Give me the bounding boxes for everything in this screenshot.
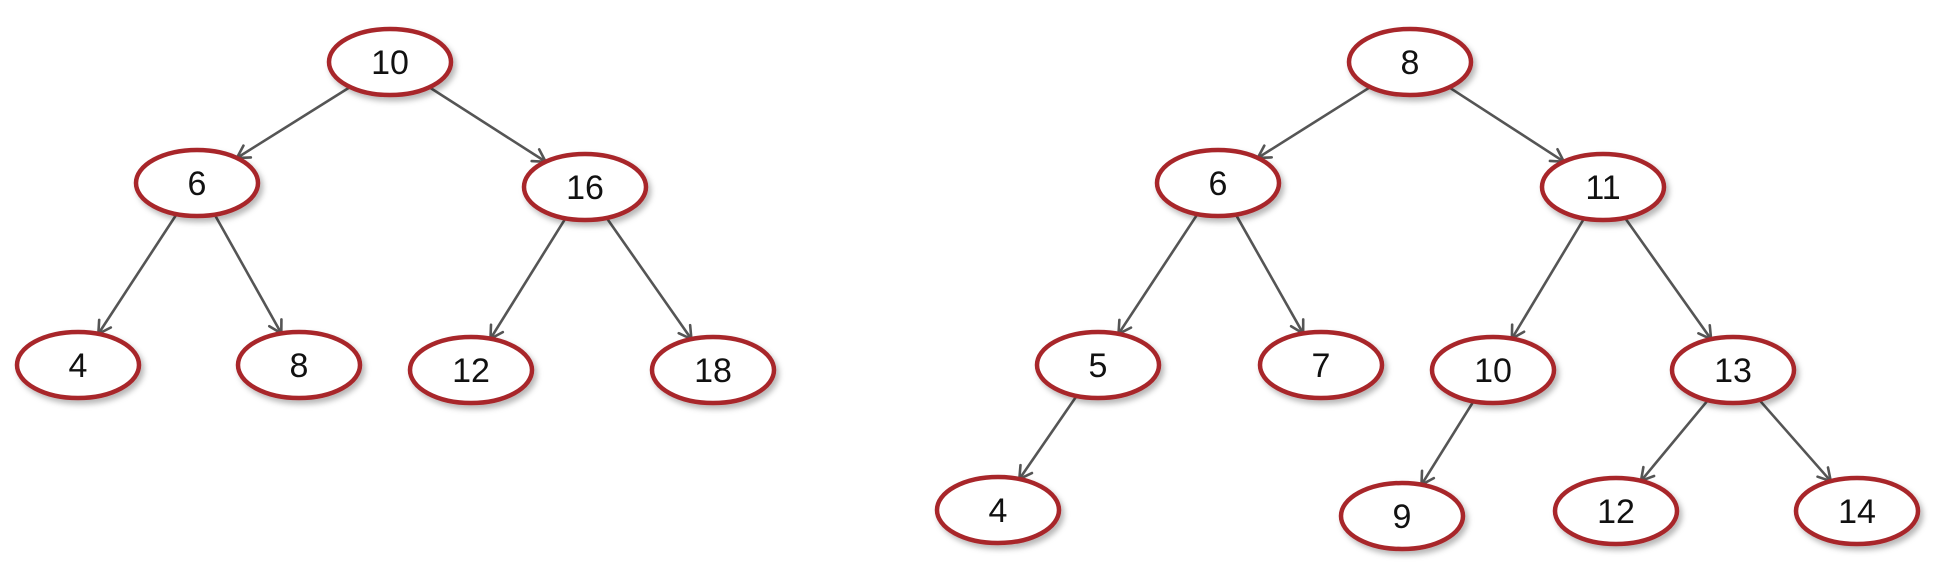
node-ellipse: [521, 151, 649, 223]
node-ellipse: [1552, 475, 1680, 547]
tree-node: 5: [1034, 329, 1162, 401]
node-ellipse: [326, 26, 454, 98]
node-ellipse: [235, 329, 363, 401]
node-label: 6: [1209, 165, 1228, 203]
edge-arrow: [1234, 213, 1305, 335]
tree-node: 4: [14, 329, 142, 401]
node-ellipse: [1154, 147, 1282, 219]
node-ellipse: [133, 147, 261, 219]
node-ellipse: [407, 334, 535, 406]
node-label: 11: [1585, 169, 1620, 207]
edge-arrow: [1420, 400, 1475, 487]
edge-arrow: [213, 213, 283, 335]
tree-node: 18: [649, 334, 777, 406]
tree-node: 14: [1793, 475, 1921, 547]
node-label: 12: [1597, 493, 1635, 531]
tree-node: 6: [1154, 147, 1282, 219]
node-ellipse: [1338, 480, 1466, 552]
node-ellipse: [934, 474, 1062, 546]
node-label: 16: [566, 169, 604, 207]
node-label: 7: [1312, 347, 1331, 385]
node-label: 18: [694, 352, 732, 390]
node-label: 4: [989, 492, 1008, 530]
tree-node: 6: [133, 147, 261, 219]
tree-node: 12: [407, 334, 535, 406]
node-label: 9: [1393, 498, 1412, 536]
tree-node: 10: [326, 26, 454, 98]
tree-node: 10: [1429, 334, 1557, 406]
edge-arrow: [605, 217, 693, 341]
edge-arrow: [428, 86, 547, 164]
edge-arrow: [97, 213, 178, 336]
tree-node: 8: [1346, 26, 1474, 98]
node-ellipse: [1346, 26, 1474, 98]
tree-node: 4: [934, 474, 1062, 546]
node-label: 12: [452, 352, 490, 390]
edge-arrow: [1639, 399, 1710, 483]
tree-node: 9: [1338, 480, 1466, 552]
node-ellipse: [14, 329, 142, 401]
edges-layer: [97, 85, 1833, 487]
tree-node: 16: [521, 151, 649, 223]
node-ellipse: [1034, 329, 1162, 401]
node-label: 10: [371, 44, 409, 82]
edge-arrow: [1448, 86, 1566, 163]
node-label: 14: [1838, 493, 1876, 531]
nodes-layer: 10 6 16 4 8 12 18 8 6 11 5 7 10 13 4 9 12 14: [14, 26, 1921, 552]
node-label: 10: [1474, 352, 1512, 390]
tree-node: 12: [1552, 475, 1680, 547]
node-ellipse: [1257, 329, 1385, 401]
edge-arrow: [1018, 395, 1078, 481]
edge-arrow: [489, 217, 567, 341]
node-ellipse: [649, 334, 777, 406]
edge-arrow: [1623, 217, 1713, 341]
node-ellipse: [1793, 475, 1921, 547]
tree-node: 11: [1539, 151, 1667, 223]
edge-arrow: [1256, 85, 1371, 160]
node-label: 8: [290, 347, 309, 385]
edge-arrow: [1758, 398, 1833, 483]
node-label: 13: [1714, 352, 1752, 390]
node-label: 8: [1401, 44, 1420, 82]
node-ellipse: [1539, 151, 1667, 223]
edge-arrow: [1510, 217, 1586, 340]
node-label: 6: [188, 165, 207, 203]
tree-node: 7: [1257, 329, 1385, 401]
tree-node: 8: [235, 329, 363, 401]
node-label: 5: [1089, 347, 1108, 385]
node-ellipse: [1429, 334, 1557, 406]
node-ellipse: [1669, 334, 1797, 406]
edge-arrow: [235, 85, 351, 160]
edge-arrow: [1117, 213, 1199, 336]
node-label: 4: [69, 347, 88, 385]
tree-node: 13: [1669, 334, 1797, 406]
